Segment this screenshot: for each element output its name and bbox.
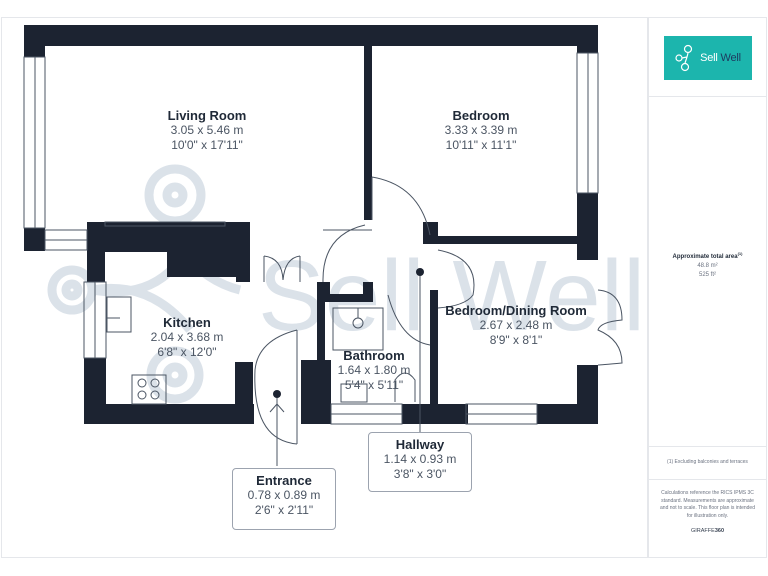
area-title-sup: (1) (737, 251, 743, 256)
room-imperial: 5'4" x 5'11" (344, 378, 404, 392)
logo-section: Sell Well (649, 18, 766, 97)
room-metric: 3.05 x 5.46 m (170, 123, 244, 137)
room-name: Bedroom/Dining Room (445, 303, 587, 318)
logo-text-well: Well (720, 52, 742, 64)
room-label-kitchen: Kitchen 2.04 x 3.68 m 6'8" x 12'0" (151, 315, 224, 360)
room-name: Entrance (256, 473, 312, 488)
area-m2: 48.8 m² (697, 263, 718, 269)
info-panel: Sell Well Approximate total area(1) 48.8… (648, 17, 767, 558)
disclaimer: Calculations reference the RICS IPMS 3C … (660, 490, 755, 519)
doors (254, 176, 623, 445)
room-label-bathroom: Bathroom 1.64 x 1.80 m 5'4" x 5'11" (338, 348, 411, 393)
walls (24, 25, 598, 424)
room-label-living-room: Living Room 3.05 x 5.46 m 10'0" x 17'11" (168, 108, 247, 153)
room-name: Living Room (167, 108, 247, 123)
room-name: Hallway (395, 437, 445, 452)
room-metric: 2.67 x 2.48 m (479, 318, 553, 332)
callout-entrance: Entrance 0.78 x 0.89 m 2'6" x 2'11" (232, 468, 336, 530)
room-imperial: 8'9" x 8'1" (489, 333, 543, 347)
windows (23, 52, 599, 425)
room-metric: 1.64 x 1.80 m (337, 363, 411, 377)
room-metric: 2.04 x 3.68 m (150, 330, 224, 344)
room-name: Bathroom (343, 348, 405, 363)
room-imperial: 2'6" x 2'11" (254, 503, 314, 517)
room-imperial: 10'11" x 11'1" (445, 138, 517, 152)
washbasin-icon (340, 383, 368, 403)
room-metric: 3.33 x 3.39 m (444, 123, 518, 137)
area-ft2: 525 ft² (698, 272, 716, 278)
callout-hallway: Hallway 1.14 x 0.93 m 3'8" x 3'0" (368, 432, 472, 492)
room-metric: 0.78 x 0.89 m (247, 488, 321, 502)
hob-icon (131, 374, 167, 405)
room-imperial: 6'8" x 12'0" (157, 345, 217, 359)
room-metric: 1.14 x 0.93 m (383, 452, 457, 466)
area-section: Approximate total area(1) 48.8 m² 525 ft… (649, 97, 766, 447)
logo-pin-icon (675, 44, 693, 72)
hallway-marker-icon (416, 268, 424, 276)
logo-text-sell: Sell (700, 52, 718, 64)
watermark-logo-icon (47, 164, 242, 404)
sell-well-logo: Sell Well (664, 36, 752, 80)
room-label-bedroom-dining: Bedroom/Dining Room 2.67 x 2.48 m 8'9" x… (445, 303, 587, 348)
footnote: (1) Excluding balconies and terraces (667, 459, 748, 466)
fixtures (106, 272, 421, 466)
sink-icon (106, 296, 132, 333)
giraffe360-brand: GIRAFFE360 (690, 528, 725, 534)
room-imperial: 3'8" x 3'0" (393, 467, 447, 481)
entrance-marker-icon (273, 390, 281, 398)
room-imperial: 10'0" x 17'11" (171, 138, 243, 152)
area-title: Approximate total area (672, 254, 738, 260)
toilet-icon (394, 372, 416, 402)
room-label-bedroom: Bedroom 3.33 x 3.39 m 10'11" x 11'1" (445, 108, 518, 153)
entrance-arrow-icon (269, 403, 285, 413)
room-name: Bedroom (452, 108, 510, 123)
disclaimer-section: Calculations reference the RICS IPMS 3C … (649, 480, 766, 557)
floor-plan-drawing: Sell Well (23, 25, 645, 466)
room-name: Kitchen (163, 315, 211, 330)
footnote-section: (1) Excluding balconies and terraces (649, 447, 766, 480)
